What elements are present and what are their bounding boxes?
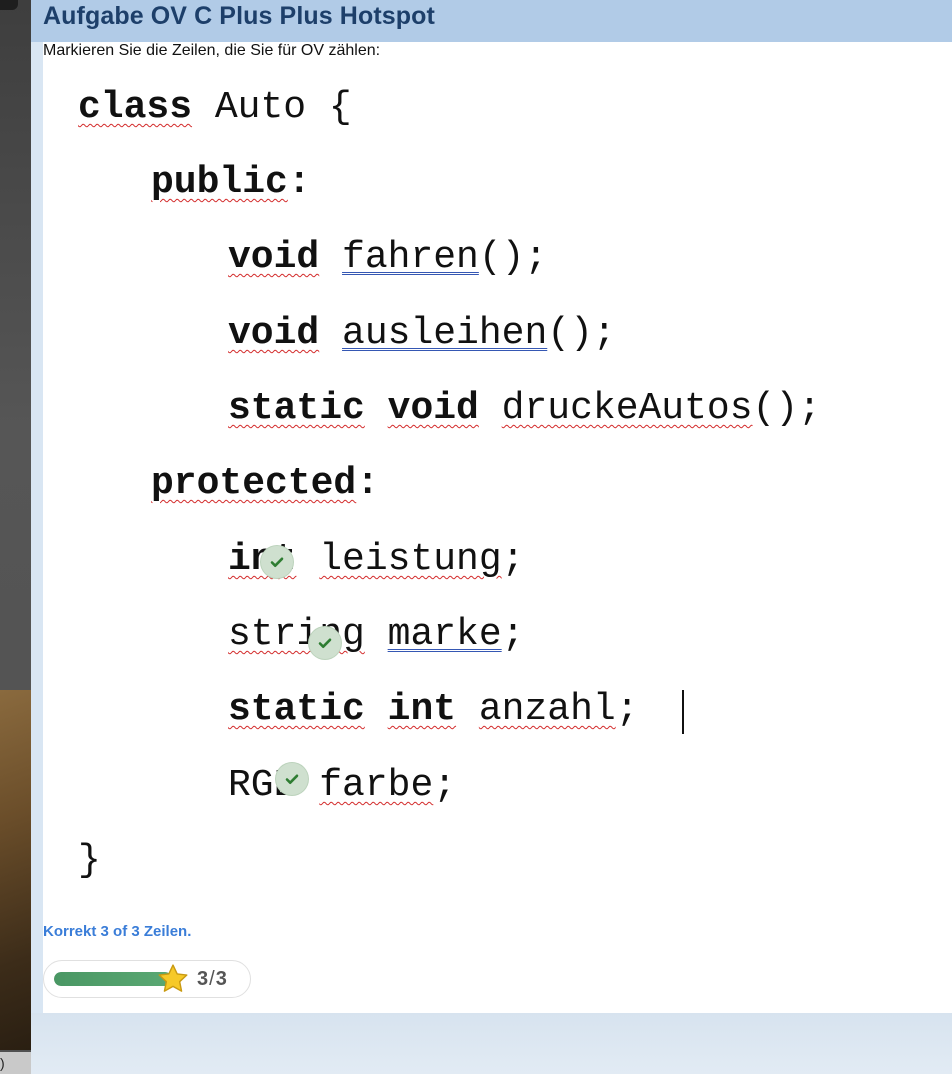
code-line[interactable]: string marke; (228, 613, 524, 657)
page-background (31, 1013, 952, 1074)
code-token: void (228, 236, 320, 279)
code-token: ; (501, 613, 525, 656)
score-current: 3 (197, 968, 209, 990)
score-separator: / (209, 968, 215, 990)
code-token (296, 538, 319, 581)
code-token: fahren (342, 236, 479, 279)
window-title: Aufgabe OV C Plus Plus Hotspot (43, 2, 435, 30)
score-total: 3 (215, 968, 227, 990)
code-token: ; (615, 688, 639, 731)
code-token: marke (387, 613, 502, 656)
code-line[interactable]: void ausleihen(); (228, 312, 616, 356)
background-bottom (0, 1052, 31, 1074)
code-token: druckeAutos (501, 387, 753, 430)
background-corner (0, 0, 18, 10)
code-token (456, 688, 479, 731)
code-line[interactable]: class Auto { (78, 86, 352, 130)
code-token: static (228, 688, 365, 731)
code-token: void (228, 312, 320, 355)
code-line[interactable]: static void druckeAutos(); (228, 387, 821, 431)
code-token (319, 312, 342, 355)
side-text: ) (0, 1055, 5, 1071)
check-icon[interactable] (276, 763, 308, 795)
code-token: static (228, 387, 365, 430)
code-token: ; (501, 538, 525, 581)
check-icon[interactable] (309, 627, 341, 659)
code-line[interactable]: static int anzahl; (228, 688, 639, 732)
code-token: (); (547, 312, 616, 355)
code-line[interactable]: RGB farbe; (228, 764, 456, 808)
code-token: public (151, 161, 288, 204)
code-line[interactable]: protected: (151, 462, 379, 506)
code-token (365, 688, 388, 731)
code-token: ausleihen (342, 312, 548, 355)
background-wood (0, 690, 31, 1050)
background-strip: ) (0, 0, 31, 1074)
code-token: int (387, 688, 457, 731)
code-token: } (78, 839, 101, 882)
code-line[interactable]: public: (151, 161, 311, 205)
result-message: Korrekt 3 of 3 Zeilen. (43, 923, 192, 940)
code-token: protected (151, 462, 357, 505)
code-token: Auto { (192, 86, 352, 129)
score-text: 3/3 (197, 968, 227, 991)
code-token: string (228, 613, 365, 656)
task-instruction: Markieren Sie die Zeilen, die Sie für OV… (43, 42, 381, 59)
code-line[interactable]: } (78, 839, 101, 883)
score-badge: 3/3 (43, 960, 251, 998)
text-cursor (682, 690, 684, 734)
score-progress-bar (54, 972, 172, 986)
title-bar (31, 0, 952, 42)
code-token: : (287, 161, 311, 204)
code-token: (); (752, 387, 821, 430)
task-panel: Markieren Sie die Zeilen, die Sie für OV… (43, 42, 952, 1013)
code-token (365, 613, 388, 656)
code-token: class (78, 86, 193, 129)
code-token (479, 387, 502, 430)
code-token: void (387, 387, 479, 430)
score-progress-fill (54, 972, 172, 986)
code-token (365, 387, 388, 430)
code-token: leistung (319, 538, 502, 581)
code-line[interactable]: void fahren(); (228, 236, 547, 280)
code-token (319, 236, 342, 279)
code-token: ; (433, 764, 457, 807)
code-token: farbe (319, 764, 434, 807)
code-token: : (356, 462, 380, 505)
code-token: anzahl (478, 688, 616, 731)
code-token: (); (478, 236, 548, 279)
check-icon[interactable] (261, 546, 293, 578)
star-icon (158, 964, 188, 992)
